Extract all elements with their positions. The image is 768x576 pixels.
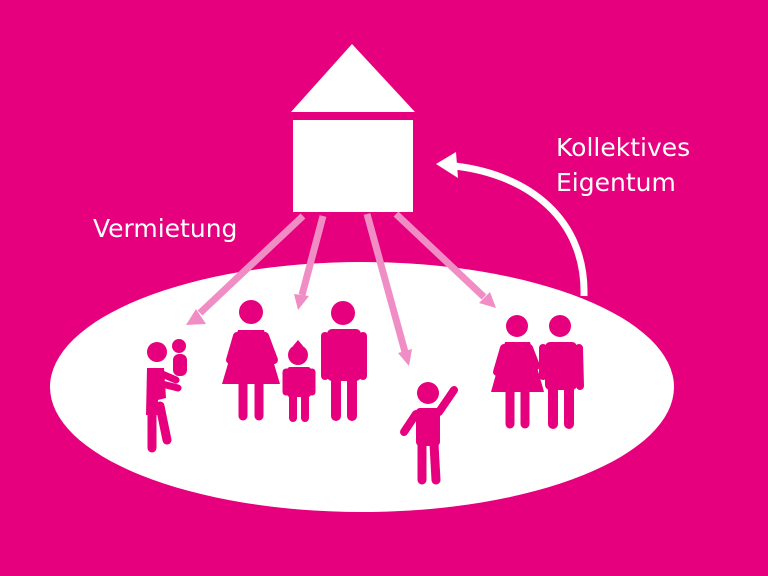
rental-arrow-1 — [186, 213, 306, 325]
rental-arrow-2 — [294, 215, 327, 310]
rental-arrow-4 — [393, 211, 496, 308]
child-icon — [282, 340, 316, 422]
collective-label-line2: Eigentum — [556, 168, 676, 197]
rental-label: Vermietung — [93, 214, 238, 243]
collective-arrow — [436, 152, 588, 297]
man-icon — [539, 315, 584, 429]
man-icon — [321, 301, 367, 421]
people-group — [146, 300, 584, 485]
waving-child-icon — [400, 382, 458, 485]
house-icon — [291, 44, 415, 212]
rental-arrows — [186, 211, 496, 366]
woman-icon — [222, 300, 280, 421]
woman-icon — [491, 315, 544, 429]
rental-arrow-3 — [363, 213, 412, 366]
collective-label-line1: Kollektives — [556, 133, 691, 162]
parent-with-baby-icon — [146, 339, 187, 453]
